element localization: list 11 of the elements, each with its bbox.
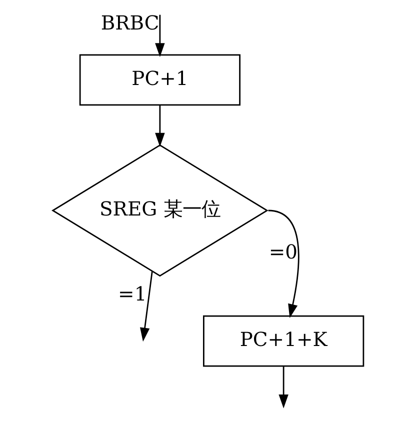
edge-label: =0 — [268, 240, 298, 264]
arrow — [139, 271, 152, 342]
arrow — [154, 14, 164, 57]
arrow — [154, 105, 164, 147]
edge-label: BRBC — [100, 11, 159, 34]
node-box: PC+1+K — [202, 315, 364, 367]
arrow — [278, 366, 288, 408]
node-diamond: SREG 某一位 — [51, 144, 268, 277]
edge-label: =1 — [118, 282, 146, 306]
arrow — [268, 210, 299, 318]
node-box: PC+1 — [78, 54, 240, 106]
